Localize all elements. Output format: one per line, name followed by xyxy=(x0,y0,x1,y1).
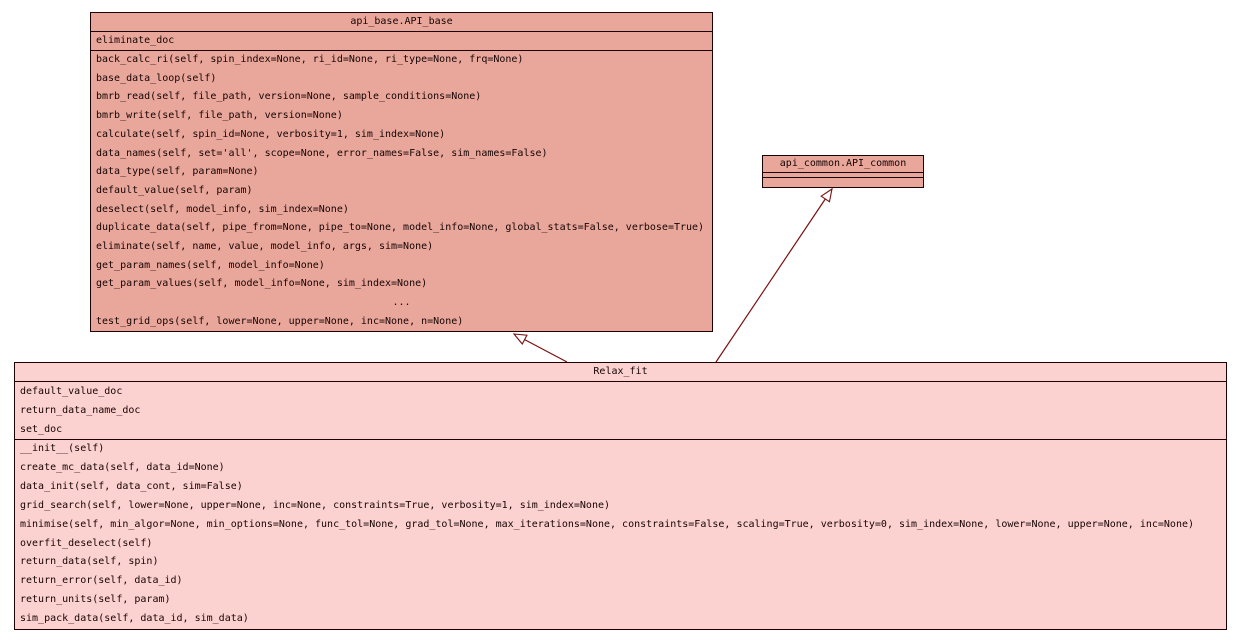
class-box-api-base: api_base.API_base eliminate_doc back_cal… xyxy=(90,12,713,332)
methods-compartment-empty xyxy=(763,178,923,186)
ellipsis-row: ... xyxy=(392,297,411,309)
class-title-api-base: api_base.API_base xyxy=(91,13,712,32)
method-row: data_names(self, set='all', scope=None, … xyxy=(96,147,548,159)
class-box-api-common: api_common.API_common xyxy=(762,155,924,188)
method-row: create_mc_data(self, data_id=None) xyxy=(20,461,225,473)
attributes-compartment: default_value_doc return_data_name_doc s… xyxy=(15,382,1226,440)
methods-compartment: back_calc_ri(self, spin_index=None, ri_i… xyxy=(91,51,712,331)
method-row: sim_pack_data(self, data_id, sim_data) xyxy=(20,613,249,625)
method-row: bmrb_write(self, file_path, version=None… xyxy=(96,110,343,122)
class-title-relax-fit: Relax_fit xyxy=(15,363,1226,382)
method-row: return_units(self, param) xyxy=(20,594,171,606)
method-row: grid_search(self, lower=None, upper=None… xyxy=(20,499,611,511)
method-row: test_grid_ops(self, lower=None, upper=No… xyxy=(96,315,464,327)
method-row: calculate(self, spin_id=None, verbosity=… xyxy=(96,128,446,140)
attribute-row: set_doc xyxy=(20,424,63,435)
attribute-row: return_data_name_doc xyxy=(20,405,141,416)
method-row: return_data(self, spin) xyxy=(20,556,159,568)
inheritance-arrow-to-api-base xyxy=(512,333,568,363)
method-row: get_param_values(self, model_info=None, … xyxy=(96,278,428,290)
method-row: data_type(self, param=None) xyxy=(96,166,259,178)
class-title-api-common: api_common.API_common xyxy=(763,156,923,173)
method-row: overfit_deselect(self) xyxy=(20,537,153,549)
method-row: deselect(self, model_info, sim_index=Non… xyxy=(96,203,349,215)
method-row: default_value(self, param) xyxy=(96,184,253,196)
methods-compartment: __init__(self) create_mc_data(self, data… xyxy=(15,440,1226,629)
method-row: __init__(self) xyxy=(20,443,105,454)
method-row: eliminate(self, name, value, model_info,… xyxy=(96,241,434,253)
attributes-compartment-empty xyxy=(763,173,923,178)
method-row: return_error(self, data_id) xyxy=(20,575,183,587)
method-row: get_param_names(self, model_info=None) xyxy=(96,259,325,271)
method-row: duplicate_data(self, pipe_from=None, pip… xyxy=(96,222,705,234)
method-row: data_init(self, data_cont, sim=False) xyxy=(20,480,243,492)
inheritance-arrow-to-api-common xyxy=(715,187,833,363)
method-row: back_calc_ri(self, spin_index=None, ri_i… xyxy=(96,54,524,65)
class-box-relax-fit: Relax_fit default_value_doc return_data_… xyxy=(14,362,1227,630)
method-row: minimise(self, min_algor=None, min_optio… xyxy=(20,518,1194,530)
attribute-row: eliminate_doc xyxy=(96,35,175,46)
attribute-row: default_value_doc xyxy=(20,386,123,397)
method-row: base_data_loop(self) xyxy=(96,72,217,84)
attributes-compartment: eliminate_doc xyxy=(91,32,712,51)
method-row: bmrb_read(self, file_path, version=None,… xyxy=(96,91,482,103)
